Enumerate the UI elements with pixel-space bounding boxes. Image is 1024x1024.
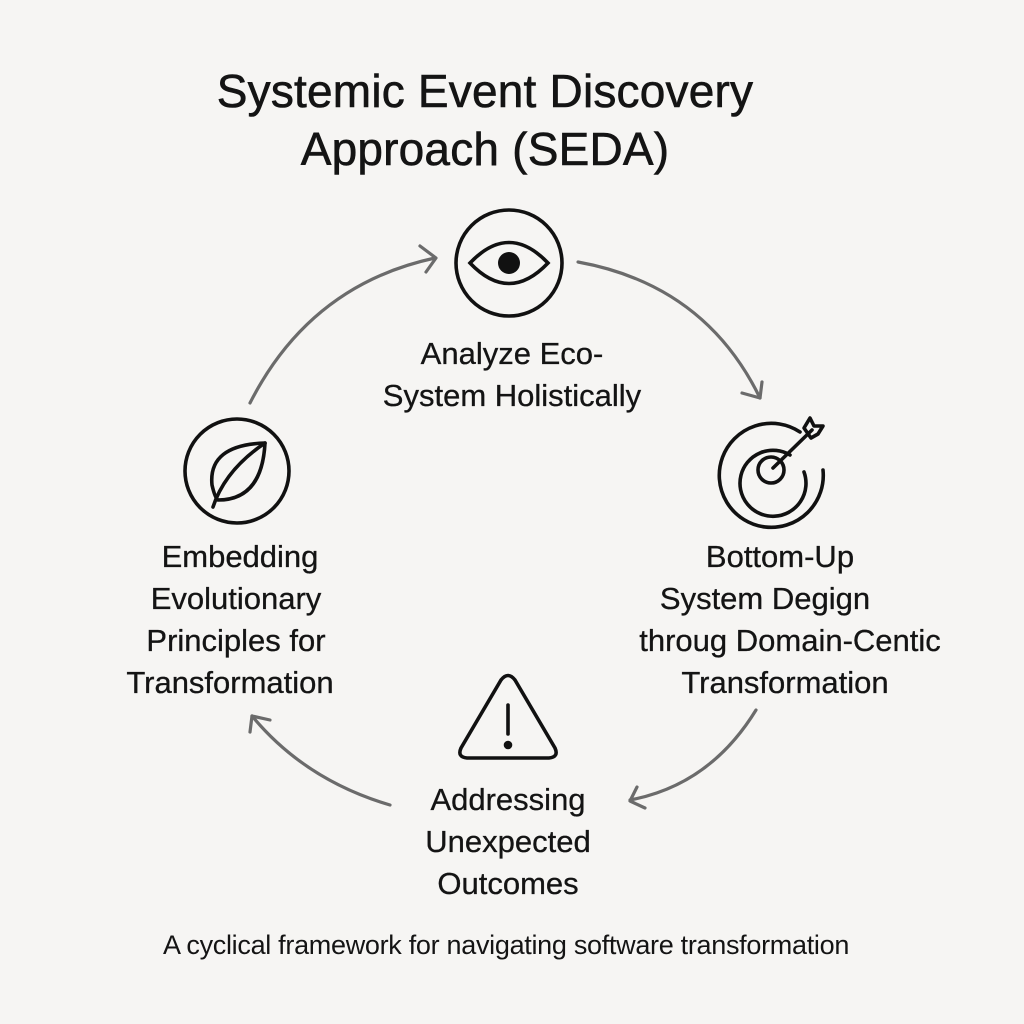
stage-label-line: throug Domain-Centic bbox=[639, 623, 941, 658]
arrowhead-icon bbox=[418, 244, 438, 274]
stage-label-line: Transformation bbox=[681, 665, 889, 700]
eye-icon bbox=[454, 208, 564, 318]
warning-triangle-icon bbox=[458, 673, 558, 760]
stage-label-embedding: Embedding Evolutionary Principles for Tr… bbox=[90, 536, 370, 704]
stage-label-line: Transformation bbox=[126, 665, 334, 700]
stage-label-analyze: Analyze Eco- System Holistically bbox=[312, 333, 712, 417]
stage-label-addressing: Addressing Unexpected Outcomes bbox=[358, 779, 658, 905]
arrow-addressing-to-embedding bbox=[248, 714, 392, 807]
stage-label-line: Analyze Eco- bbox=[420, 336, 604, 371]
stage-label-bottom-up: Bottom-Up System Degign throug Domain-Ce… bbox=[600, 536, 990, 704]
subtitle-text: A cyclical framework for navigating soft… bbox=[162, 930, 850, 960]
stage-label-line: Principles for bbox=[146, 623, 326, 658]
arrow-analyze-to-bottom-up bbox=[576, 260, 764, 400]
stage-label-line: Bottom-Up bbox=[705, 539, 855, 574]
stage-label-line: System Degign bbox=[659, 581, 871, 616]
target-arrow-icon bbox=[717, 416, 826, 530]
stage-label-line: Embedding bbox=[161, 539, 319, 574]
stage-label-line: System Holistically bbox=[382, 378, 642, 413]
stage-label-line: Evolutionary bbox=[150, 581, 322, 616]
title-line-1: Systemic Event Discovery bbox=[216, 65, 754, 118]
diagram-subtitle: A cyclical framework for navigating soft… bbox=[0, 928, 1024, 962]
stage-label-line: Unexpected bbox=[425, 824, 591, 859]
diagram-title: Systemic Event Discovery Approach (SEDA) bbox=[0, 62, 970, 178]
arrow-embedding-to-analyze bbox=[248, 244, 438, 405]
title-line-2: Approach (SEDA) bbox=[300, 123, 670, 176]
stage-label-line: Addressing bbox=[430, 782, 586, 817]
arrowhead-icon bbox=[248, 714, 272, 734]
arrowhead-icon bbox=[628, 785, 647, 810]
stage-label-line: Outcomes bbox=[437, 866, 579, 901]
leaf-icon bbox=[183, 417, 291, 525]
arrowhead-icon bbox=[740, 380, 764, 400]
arrow-bottom-up-to-addressing bbox=[628, 708, 758, 810]
